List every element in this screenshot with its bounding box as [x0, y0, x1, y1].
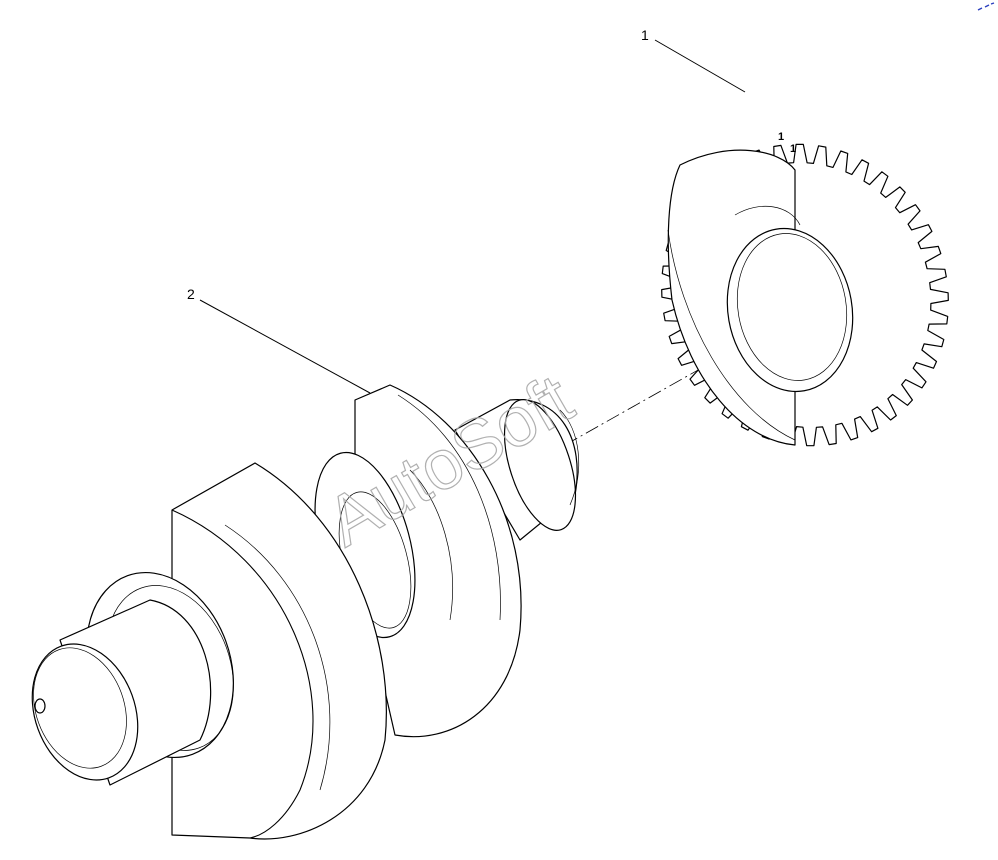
- gear-part-1: 1 1: [661, 131, 949, 447]
- eccentric-shaft-part-2: [31, 384, 580, 840]
- callout-1-leader: [654, 39, 746, 93]
- svg-text:1: 1: [778, 131, 784, 143]
- callout-label-1: 1: [641, 27, 649, 43]
- svg-text:1: 1: [790, 143, 796, 155]
- corner-mark-icon: [977, 2, 995, 11]
- callout-label-2: 2: [187, 286, 195, 302]
- callout-2-leader: [199, 299, 371, 394]
